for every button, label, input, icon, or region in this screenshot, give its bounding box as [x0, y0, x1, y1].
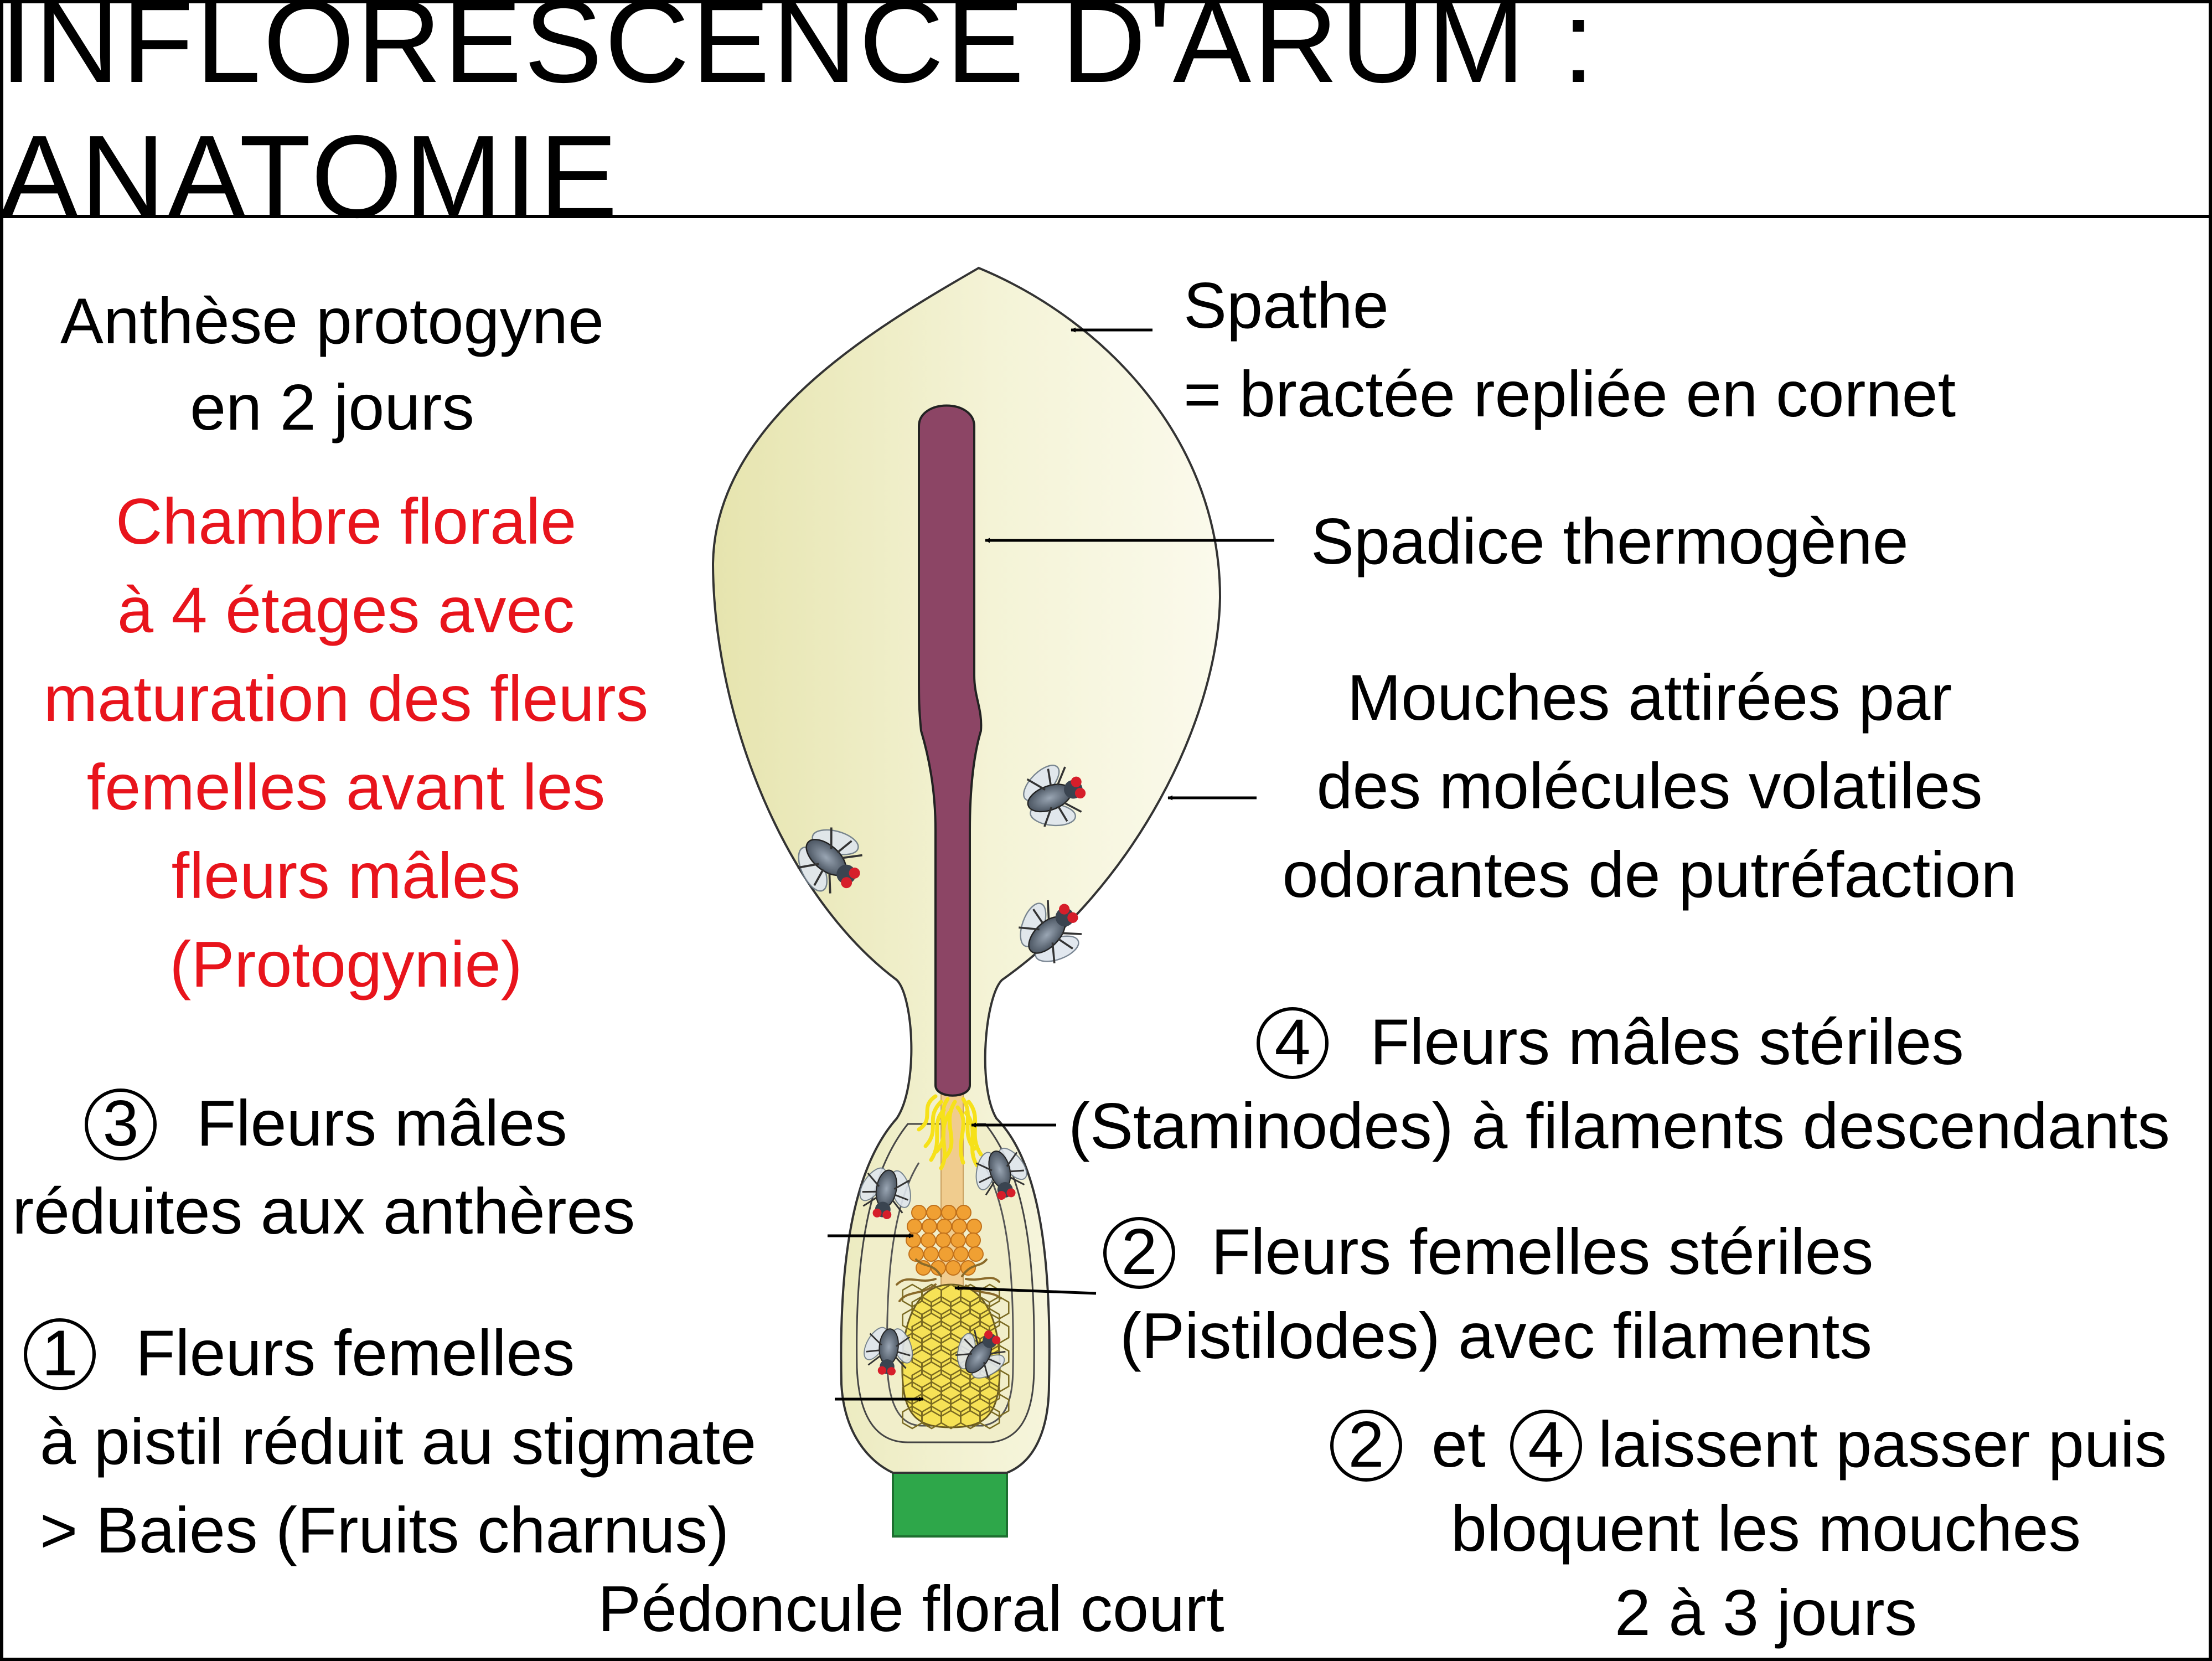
- staminodes-line-2: (Staminodes) à filaments descendants: [1068, 1090, 2170, 1162]
- circled-number-icon: [85, 1089, 157, 1160]
- pistillodes-line-2: (Pistilodes) avec filaments: [1120, 1299, 1872, 1372]
- fly-icon: [1019, 900, 1082, 963]
- male-flower: [968, 1246, 984, 1262]
- staminodes-line-1: Fleurs mâles stériles: [1370, 1005, 1964, 1078]
- circled-number-icon: [1330, 1410, 1402, 1482]
- peduncle: [892, 1461, 1008, 1538]
- circled-number-icon: [24, 1318, 96, 1390]
- male-flower: [938, 1246, 954, 1262]
- male-flower: [952, 1219, 967, 1234]
- chamber-line-1: Chambre florale: [115, 485, 577, 558]
- circled-numbers: [24, 1007, 1582, 1482]
- male-flower: [923, 1246, 939, 1262]
- anthesis-line-2: en 2 jours: [190, 371, 474, 443]
- fly-icon: [797, 827, 862, 894]
- blocking-line-2: bloquent les mouches: [1450, 1492, 2081, 1565]
- fly-icon: [955, 1329, 1006, 1379]
- chamber-inner-wall: [886, 1162, 1014, 1427]
- circled-number-2b: 2: [1348, 1408, 1384, 1481]
- circled-number-4: 4: [1274, 1005, 1311, 1078]
- peduncle-label: Pédoncule floral court: [598, 1572, 1224, 1645]
- chamber-line-5: fleurs mâles: [171, 839, 521, 912]
- male-flower: [965, 1232, 981, 1248]
- chamber-line-3: maturation des fleurs: [43, 662, 649, 735]
- blocking-connector: et: [1431, 1408, 1486, 1481]
- circled-number-1: 1: [42, 1317, 78, 1389]
- chamber-line-4: femelles avant les: [86, 751, 606, 823]
- spadix: [918, 404, 983, 1097]
- circled-number-2: 2: [1121, 1215, 1157, 1288]
- male-flower: [921, 1232, 936, 1248]
- blocking-line-3: 2 à 3 jours: [1614, 1576, 1918, 1649]
- male-flower: [945, 1260, 961, 1276]
- fly-icon: [1023, 765, 1086, 827]
- blocking-line-1: laissent passer puis: [1598, 1408, 2167, 1481]
- male-flower: [941, 1205, 957, 1220]
- male-flower: [907, 1219, 922, 1234]
- male-flower: [953, 1246, 969, 1262]
- male-flower: [956, 1205, 971, 1220]
- spadix-label: Spadice thermogène: [1311, 505, 1909, 577]
- arrow-icon: [954, 1285, 1097, 1295]
- female-flowers-line-3: > Baies (Fruits charnus): [40, 1494, 730, 1566]
- circled-number-4b: 4: [1528, 1408, 1564, 1481]
- male-flower: [960, 1260, 976, 1276]
- chamber-line-2: à 4 étages avec: [117, 574, 575, 646]
- spathe-line-2: = bractée repliée en cornet: [1183, 358, 1956, 430]
- staminodes: [917, 1094, 983, 1170]
- female-flowers-line-2: à pistil réduit au stigmate: [40, 1405, 757, 1478]
- male-flowers-line-1: Fleurs mâles: [197, 1087, 567, 1159]
- male-flower: [950, 1232, 966, 1248]
- male-flower: [922, 1219, 937, 1234]
- male-flowers-line-2: réduites aux anthères: [12, 1175, 635, 1247]
- circled-number-3: 3: [102, 1087, 139, 1159]
- pistillodes-line-1: Fleurs femelles stériles: [1211, 1215, 1874, 1288]
- spathe-line-1: Spathe: [1183, 269, 1389, 342]
- flies-line-2: des molécules volatiles: [1316, 750, 1983, 822]
- chamber-line-6: (Protogynie): [169, 928, 523, 1000]
- male-flower: [937, 1219, 952, 1234]
- female-flowers-line-1: Fleurs femelles: [136, 1317, 575, 1389]
- circled-number-icon: [1257, 1007, 1329, 1079]
- fly-icon: [975, 1147, 1027, 1200]
- flies: [797, 765, 1086, 1379]
- fly-icon: [859, 1167, 911, 1219]
- flies-line-1: Mouches attirées par: [1347, 661, 1952, 734]
- pointer-arrows: [828, 327, 1274, 1402]
- female-flowers: [901, 1283, 1010, 1430]
- flies-line-3: odorantes de putréfaction: [1282, 838, 2017, 911]
- circled-number-icon: [1103, 1217, 1175, 1289]
- male-flower: [911, 1205, 927, 1220]
- circled-number-icon: [1510, 1410, 1582, 1482]
- male-flowers: [906, 1205, 984, 1276]
- female-flower: [979, 1405, 1000, 1430]
- male-flower: [926, 1205, 942, 1220]
- male-flower: [967, 1219, 982, 1234]
- fly-icon: [864, 1327, 913, 1376]
- anthesis-line-1: Anthèse protogyne: [60, 285, 604, 357]
- male-flower: [936, 1232, 951, 1248]
